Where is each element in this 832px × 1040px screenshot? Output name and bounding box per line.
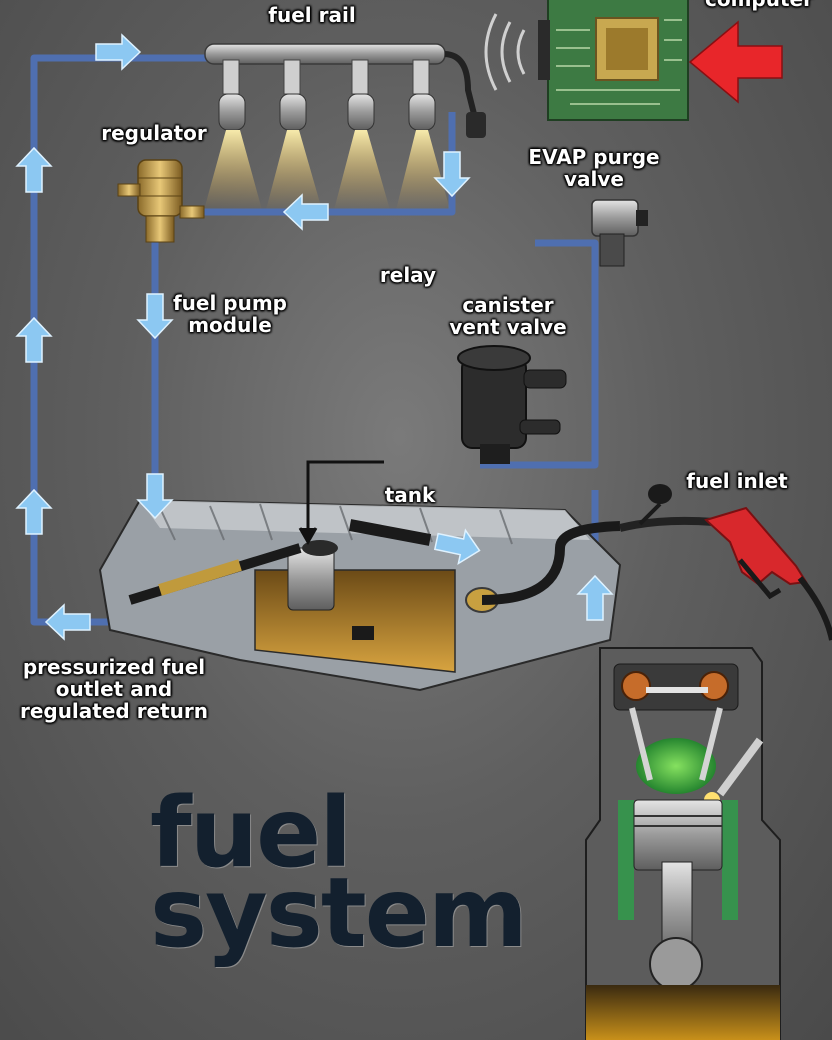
flow-arrow-up-icon: [16, 147, 52, 193]
engine-cutaway: [585, 647, 781, 1040]
flow-arrow-right-icon: [95, 34, 141, 70]
label-computer: computer: [694, 0, 824, 10]
label-canister-vent-valve: canister vent valve: [440, 294, 576, 338]
fuel-rail: [204, 43, 486, 210]
fuel-tank: [98, 498, 622, 692]
signal-waves-icon: [484, 13, 526, 91]
pointer-line: [298, 460, 384, 546]
evap-line: [480, 239, 599, 469]
label-pressurized-line-1: pressurized fuel: [22, 655, 206, 679]
flow-arrow-up-icon: [16, 489, 52, 535]
injector-2: [266, 59, 322, 210]
title-line-2: system: [150, 857, 528, 969]
injector-3: [334, 59, 390, 210]
label-relay: relay: [379, 263, 437, 287]
label-pressurized-fuel: pressurized fuel outlet and regulated re…: [14, 656, 214, 722]
label-tank: tank: [384, 483, 436, 507]
label-fuel-pump-module: fuel pump module: [168, 292, 292, 336]
label-evap-line-2: valve: [564, 167, 624, 191]
injector-4: [396, 59, 450, 210]
label-canister-line-2: vent valve: [449, 315, 567, 339]
label-evap-line-1: EVAP purge: [528, 145, 660, 169]
label-fuel-rail: fuel rail: [268, 3, 356, 27]
canister-vent-valve: [457, 345, 567, 464]
label-fuel-inlet: fuel inlet: [686, 469, 788, 493]
label-regulator: regulator: [101, 121, 207, 145]
title-line-1: fuel: [150, 777, 352, 889]
evap-purge-valve: [591, 199, 648, 267]
label-evap-purge-valve: EVAP purge valve: [524, 146, 664, 190]
fuel-nozzle: [619, 484, 832, 641]
label-pressurized-line-2: outlet and: [55, 677, 173, 701]
flow-arrow-down-icon: [137, 293, 173, 339]
regulator: [117, 159, 205, 243]
pointer-arrow-icon: [688, 20, 783, 104]
label-fuel-pump-line-1: fuel pump: [172, 291, 288, 315]
label-canister-line-1: canister: [462, 293, 554, 317]
label-fuel-pump-line-2: module: [188, 313, 272, 337]
label-pressurized-line-3: regulated return: [19, 699, 209, 723]
injector-1: [204, 59, 262, 210]
flow-arrow-left-icon: [45, 604, 91, 640]
computer-ecu: [538, 0, 689, 121]
flow-arrow-up-icon: [16, 317, 52, 363]
